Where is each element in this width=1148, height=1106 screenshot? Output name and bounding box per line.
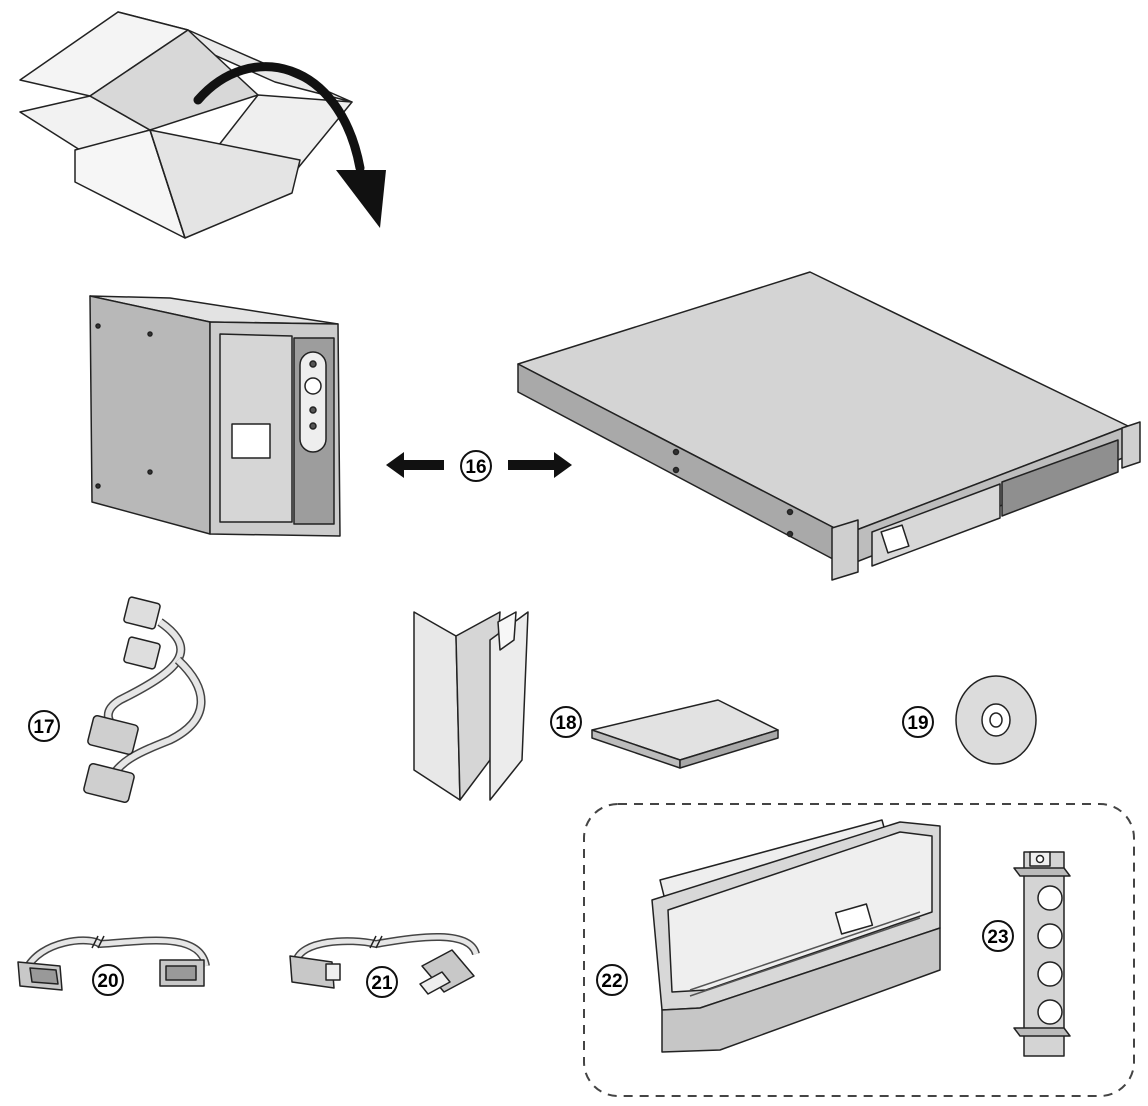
- ups-rack-unit: [517, 271, 1141, 581]
- callout-23-label: 23: [987, 927, 1008, 948]
- open-shipping-box: [19, 11, 353, 239]
- unpack-arrow: [193, 62, 386, 228]
- usb-cable: [289, 932, 480, 995]
- serial-cable: [17, 935, 210, 991]
- callout-18: 18: [550, 706, 582, 738]
- arrow-left-16: [386, 452, 444, 478]
- callout-19: 19: [902, 706, 934, 738]
- callout-22-label: 22: [601, 971, 622, 992]
- callout-19-label: 19: [907, 713, 928, 734]
- callout-20: 20: [92, 964, 124, 996]
- ups-tower-unit: [89, 295, 341, 537]
- callout-23: 23: [982, 920, 1014, 952]
- rail-kit-box: [651, 819, 941, 1053]
- arrow-right-16: [508, 452, 572, 478]
- callout-21: 21: [366, 966, 398, 998]
- power-cords: [83, 596, 206, 804]
- callout-20-label: 20: [97, 971, 118, 992]
- callout-18-label: 18: [555, 713, 576, 734]
- rail-kit-group-outline: [583, 803, 1135, 1097]
- callout-16: 16: [460, 450, 492, 482]
- callout-16-label: 16: [465, 457, 486, 478]
- callout-17: 17: [28, 710, 60, 742]
- callout-21-label: 21: [371, 973, 393, 994]
- user-manual: [591, 699, 779, 769]
- callout-17-label: 17: [33, 717, 54, 738]
- callout-22: 22: [596, 964, 628, 996]
- folded-leaflet: [413, 611, 529, 801]
- software-cd: [955, 675, 1037, 765]
- cable-retention-bracket: [1013, 851, 1071, 1057]
